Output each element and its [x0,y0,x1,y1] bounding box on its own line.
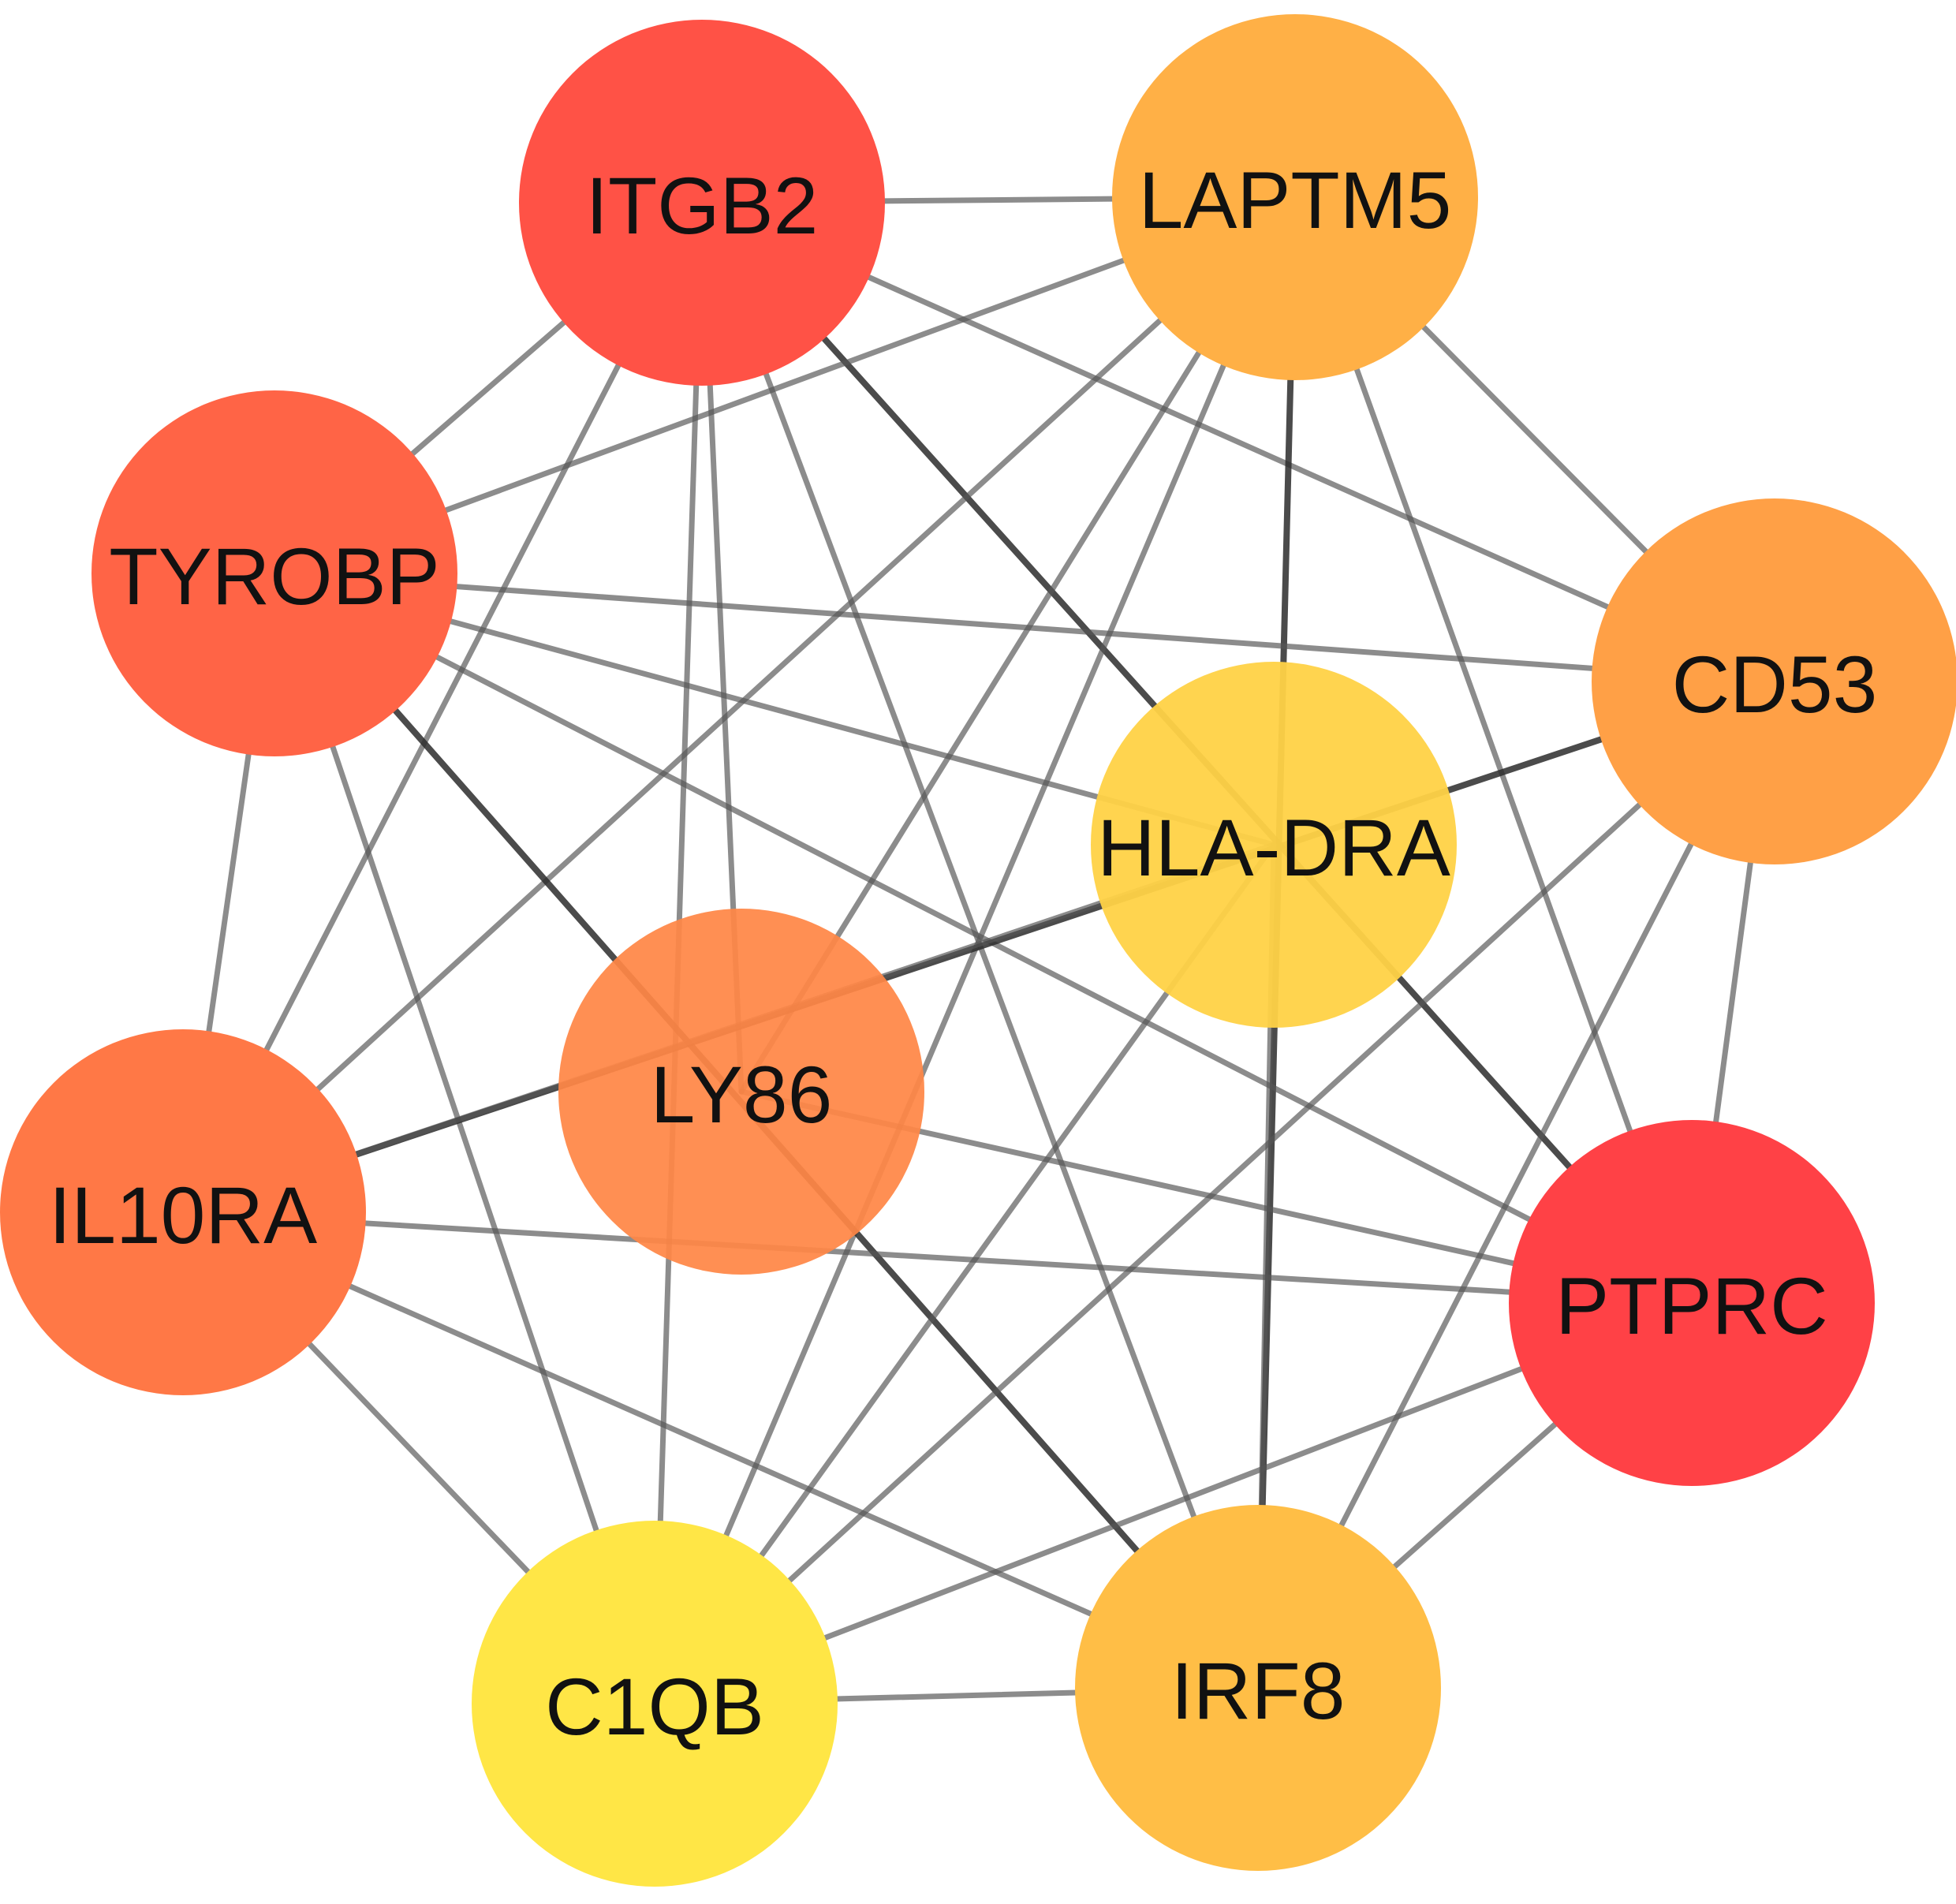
node-tyrobp[interactable]: TYROBP [91,390,457,756]
edge-cd53-c1qb [651,678,1778,1707]
node-il10ra[interactable]: IL10RA [0,1029,366,1395]
node-label-c1qb: C1QB [545,1662,764,1752]
node-circle-c1qb[interactable] [472,1521,838,1887]
node-circle-il10ra[interactable] [0,1029,366,1395]
node-laptm5[interactable]: LAPTM5 [1112,14,1478,380]
edge-il10ra-ptprc [180,1209,1695,1306]
edge-cd53-irf8 [1255,678,1778,1691]
edge-tyrobp-ptprc [271,570,1695,1306]
edge-layer [180,194,1778,1707]
node-label-ly86: LY86 [651,1050,833,1140]
node-label-irf8: IRF8 [1170,1646,1345,1736]
node-circle-laptm5[interactable] [1112,14,1478,380]
node-label-il10ra: IL10RA [49,1170,317,1260]
node-label-laptm5: LAPTM5 [1139,155,1452,245]
node-cd53[interactable]: CD53 [1592,498,1956,864]
node-circle-hla-dra[interactable] [1091,662,1457,1028]
node-label-ptprc: PTPRC [1555,1261,1828,1351]
node-itgb2[interactable]: ITGB2 [519,20,885,386]
edge-tyrobp-cd53 [271,570,1778,685]
node-circle-ly86[interactable] [558,909,924,1275]
node-c1qb[interactable]: C1QB [472,1521,838,1887]
node-label-cd53: CD53 [1672,640,1878,730]
edge-laptm5-il10ra [180,194,1298,1215]
node-label-tyrobp: TYROBP [109,532,439,622]
node-irf8[interactable]: IRF8 [1075,1505,1441,1871]
node-circle-cd53[interactable] [1592,498,1956,864]
edge-tyrobp-c1qb [271,570,658,1707]
node-circle-itgb2[interactable] [519,20,885,386]
edge-itgb2-cd53 [699,200,1778,685]
node-ptprc[interactable]: PTPRC [1509,1120,1875,1486]
edge-itgb2-il10ra [180,200,705,1215]
node-circle-ptprc[interactable] [1509,1120,1875,1486]
node-label-itgb2: ITGB2 [586,161,819,251]
node-hla-dra[interactable]: HLA-DRA [1091,662,1457,1028]
edge-ptprc-c1qb [651,1300,1695,1707]
edge-laptm5-ptprc [1292,194,1695,1306]
node-label-hla-dra: HLA-DRA [1097,803,1450,893]
edge-il10ra-irf8 [180,1209,1261,1691]
node-circle-tyrobp[interactable] [91,390,457,756]
node-circle-irf8[interactable] [1075,1505,1441,1871]
node-ly86[interactable]: LY86 [558,909,924,1275]
